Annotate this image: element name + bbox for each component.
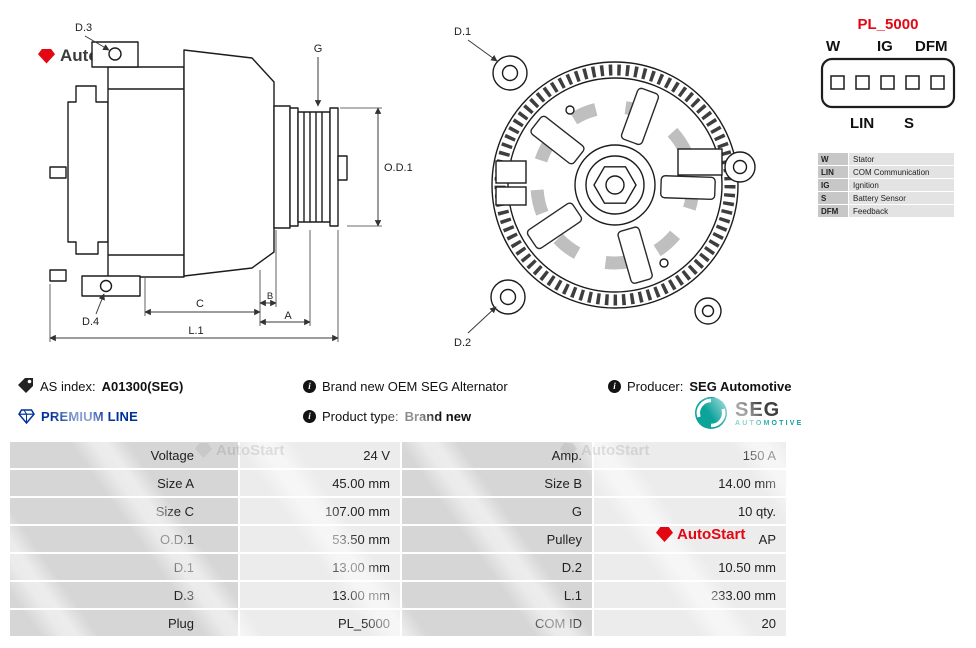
spec-label: COM ID [402, 610, 592, 636]
spec-label: Size B [402, 470, 592, 496]
legend-desc: Ignition [849, 179, 954, 191]
dim-g-label: G [314, 43, 323, 55]
spec-value: 233.00 mm [594, 582, 786, 608]
legend-pin: LIN [818, 166, 848, 178]
product-description-text: Brand new OEM SEG Alternator [322, 378, 508, 394]
side-dimension-lines [49, 35, 382, 342]
spec-label: Size C [10, 498, 238, 524]
spec-value: 10 qty. [594, 498, 786, 524]
product-type-label: Product type: [322, 408, 399, 424]
spec-value: 107.00 mm [240, 498, 400, 524]
premium-gem-icon [18, 408, 35, 424]
pin-label-w: W [826, 38, 841, 55]
side-body-outline [49, 41, 348, 297]
connector-panel: PL_5000 W IG DFM LIN S W Stator LIN COM … [818, 16, 958, 217]
alternator-side-drawing: D.3 G O.D.1 D.4 C B A L.1 [49, 22, 413, 342]
pin-label-s: S [904, 115, 915, 132]
spec-label: D.3 [10, 582, 238, 608]
spec-value: 10.50 mm [594, 554, 786, 580]
seg-logo-subtext: AUTOMOTIVE [735, 419, 804, 427]
side-dimension-labels: D.3 G O.D.1 D.4 C B A L.1 [75, 22, 413, 337]
tag-icon [18, 378, 33, 393]
pin-label-ig: IG [877, 38, 893, 55]
seg-swirl-icon [695, 397, 727, 429]
product-type-value: Brand new [404, 408, 472, 424]
as-index-value: A01300(SEG) [101, 378, 184, 394]
info-icon: i [303, 409, 316, 423]
legend-desc: COM Communication [849, 166, 954, 178]
spec-value: 45.00 mm [240, 470, 400, 496]
spec-value: 150 A [594, 442, 786, 468]
spec-table: Voltage 24 V Amp. 150 A Size A 45.00 mm … [10, 442, 786, 636]
front-dimension-lines [467, 39, 498, 334]
dim-a-label: A [284, 310, 292, 322]
spec-label: Plug [10, 610, 238, 636]
connector-drawing [820, 57, 956, 109]
pin-label-dfm: DFM [915, 38, 948, 55]
connector-top-pin-labels: W IG DFM [818, 38, 958, 56]
spec-label: Amp. [402, 442, 592, 468]
legend-pin: W [818, 153, 848, 165]
spec-label: Pulley [402, 526, 592, 552]
seg-automotive-logo: SEG AUTOMOTIVE [694, 396, 804, 430]
spec-value: 53.50 mm [240, 526, 400, 552]
spec-label: G [402, 498, 592, 524]
as-index: AS index: A01300(SEG) [18, 377, 183, 395]
legend-desc: Stator [849, 153, 954, 165]
producer-label: Producer: [627, 378, 684, 394]
spec-label: Size A [10, 470, 238, 496]
spec-label: D.1 [10, 554, 238, 580]
legend-desc: Battery Sensor [849, 192, 954, 204]
connector-bottom-pin-labels: LIN S [818, 115, 958, 133]
premium-line-label: PREMIUM LINE [41, 408, 139, 424]
dim-od1-label: O.D.1 [384, 162, 413, 174]
info-icon: i [303, 379, 316, 393]
dim-d1-label: D.1 [454, 26, 471, 38]
spec-value: AP [594, 526, 786, 552]
dim-c-label: C [196, 298, 204, 310]
product-description: i Brand new OEM SEG Alternator [303, 377, 508, 395]
dim-l1-label: L.1 [188, 325, 203, 337]
pin-legend-table: W Stator LIN COM Communication IG Igniti… [818, 153, 958, 217]
producer: i Producer: SEG Automotive [608, 377, 791, 395]
dim-d4-label: D.4 [82, 316, 99, 328]
product-type: i Product type: Brand new [303, 407, 471, 425]
spec-label: Voltage [10, 442, 238, 468]
dim-d3-label: D.3 [75, 22, 92, 34]
pin-label-lin: LIN [850, 115, 875, 132]
premium-line-badge: PREMIUM LINE [18, 407, 138, 425]
spec-label: D.2 [402, 554, 592, 580]
plug-code-label: PL_5000 [857, 16, 919, 33]
legend-pin: S [818, 192, 848, 204]
spec-value: 13.00 mm [240, 582, 400, 608]
legend-pin: IG [818, 179, 848, 191]
front-dimension-labels: D.1 D.2 [454, 26, 471, 349]
spec-value: 20 [594, 610, 786, 636]
legend-desc: Feedback [849, 205, 954, 217]
dim-b-label: B [267, 291, 273, 302]
spec-label: O.D.1 [10, 526, 238, 552]
front-body-outline [490, 55, 756, 325]
as-index-label: AS index: [40, 378, 96, 394]
producer-value: SEG Automotive [689, 378, 792, 394]
spec-value: 13.00 mm [240, 554, 400, 580]
spec-value: 14.00 mm [594, 470, 786, 496]
spec-label: L.1 [402, 582, 592, 608]
seg-logo-text: SEG [735, 398, 781, 421]
info-icon: i [608, 379, 621, 393]
legend-pin: DFM [818, 205, 848, 217]
connector-pins [830, 75, 945, 90]
alternator-front-drawing: D.1 D.2 [454, 26, 756, 349]
spec-value: PL_5000 [240, 610, 400, 636]
mounting-ears [490, 55, 756, 325]
spec-value: 24 V [240, 442, 400, 468]
dim-d2-label: D.2 [454, 337, 471, 349]
